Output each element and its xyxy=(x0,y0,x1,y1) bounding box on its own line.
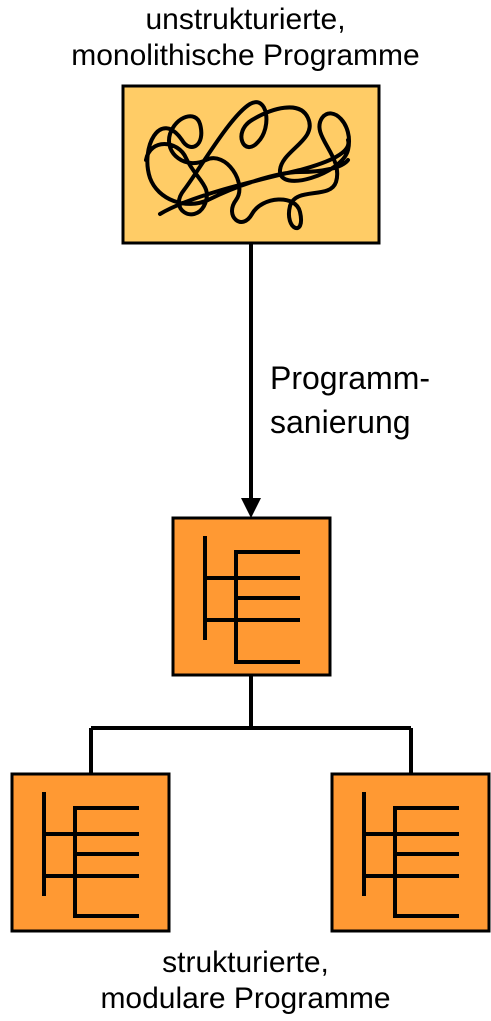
structure-chart-icon-right xyxy=(362,792,459,918)
modular-caption-line-1: strukturierte, xyxy=(162,946,329,979)
monolithic-caption-line-1: unstrukturierte, xyxy=(145,3,346,36)
structure-chart-icon-main xyxy=(203,536,300,664)
restructuring-label-line-2: sanierung xyxy=(270,404,411,440)
module-tree-connectors xyxy=(89,675,413,774)
restructuring-step-label: Programm- sanierung xyxy=(270,356,430,444)
modular-programs-caption: strukturierte, modulare Programme xyxy=(0,945,491,1017)
monolithic-programs-caption: unstrukturierte, monolithische Programme xyxy=(0,2,491,74)
restructuring-label-line-1: Programm- xyxy=(270,360,431,396)
modular-caption-line-2: modulare Programme xyxy=(100,982,391,1015)
spaghetti-code-icon xyxy=(144,100,352,231)
restructuring-arrow-head xyxy=(241,498,261,518)
monolithic-caption-line-2: monolithische Programme xyxy=(71,39,420,72)
structure-chart-icon-left xyxy=(42,792,139,918)
